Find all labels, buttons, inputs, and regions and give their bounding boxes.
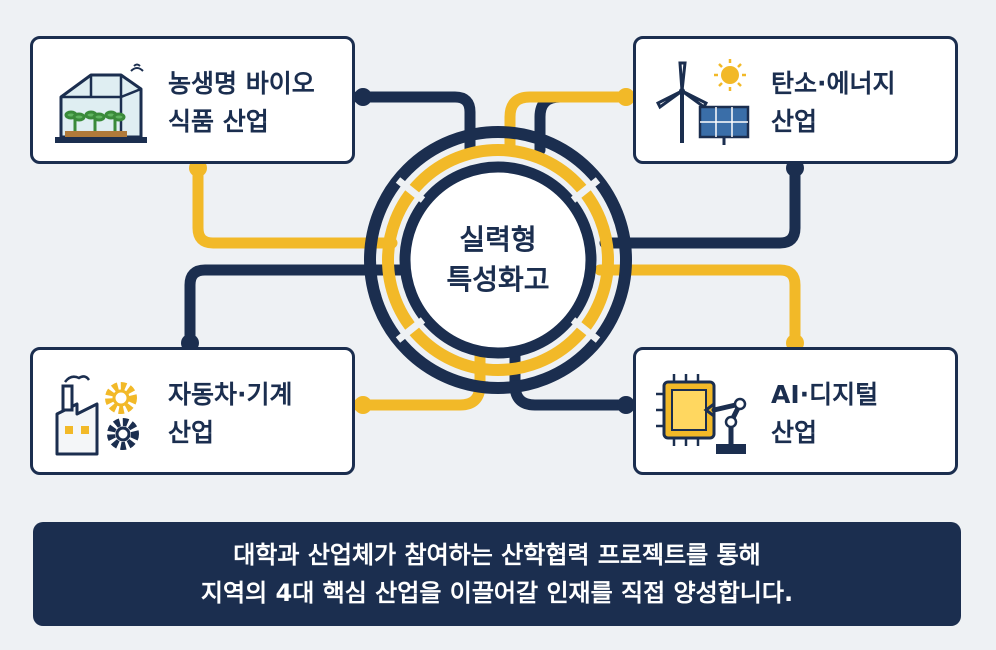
connector-energy-gold (504, 91, 634, 156)
industry-card-bio: 농생명 바이오 식품 산업 (30, 36, 355, 164)
port-energy-gold (617, 88, 635, 106)
industry-label-energy: 탄소·에너지 산업 (771, 65, 951, 141)
industry-label-ai-line2: 산업 (771, 418, 818, 447)
port-bio-navy (354, 88, 372, 106)
connector-ai-gold (594, 264, 801, 353)
port-ai-navy (617, 396, 635, 414)
center-hub (364, 126, 632, 394)
factory-gear-icon (55, 375, 139, 456)
summary-banner-line2: 지역의 4대 핵심 산업을 이끌어갈 인재를 직접 양성합니다. (200, 579, 794, 607)
industry-card-energy: 탄소·에너지 산업 (633, 36, 958, 164)
industry-label-energy-line1: 탄소·에너지 (771, 69, 896, 98)
connector-energy-navy-down (599, 158, 801, 249)
industry-label-auto-line1: 자동차·기계 (168, 380, 293, 409)
greenhouse-icon (55, 63, 147, 143)
port-auto-gold (354, 396, 372, 414)
center-hub-label-line1: 실력형 (459, 223, 537, 256)
wind-solar-icon (655, 59, 750, 145)
industry-label-auto-line2: 산업 (168, 418, 215, 447)
summary-banner: 대학과 산업체가 참여하는 산학협력 프로젝트를 통해 지역의 4대 핵심 산업… (33, 522, 961, 626)
industry-card-ai: AI·디지털 산업 (633, 347, 958, 475)
center-hub-label-line2: 특성화고 (446, 263, 550, 296)
industry-label-bio-line1: 농생명 바이오 (168, 69, 315, 98)
industry-label-bio: 농생명 바이오 식품 산업 (168, 65, 348, 141)
connector-auto-navy (184, 264, 406, 353)
chip-robot-arm-icon (656, 374, 747, 454)
industry-label-ai-line1: AI·디지털 (771, 380, 879, 409)
industry-label-bio-line2: 식품 산업 (168, 107, 269, 136)
summary-banner-line1: 대학과 산업체가 참여하는 산학협력 프로젝트를 통해 (233, 541, 761, 569)
connector-bio-gold (192, 158, 398, 249)
industry-label-ai: AI·디지털 산업 (771, 376, 951, 452)
industry-label-energy-line2: 산업 (771, 107, 818, 136)
center-hub-label: 실력형 특성화고 (416, 220, 580, 300)
connector-bio-navy (351, 91, 476, 156)
industry-card-auto: 자동차·기계 산업 (30, 347, 355, 475)
industry-label-auto: 자동차·기계 산업 (168, 376, 348, 452)
